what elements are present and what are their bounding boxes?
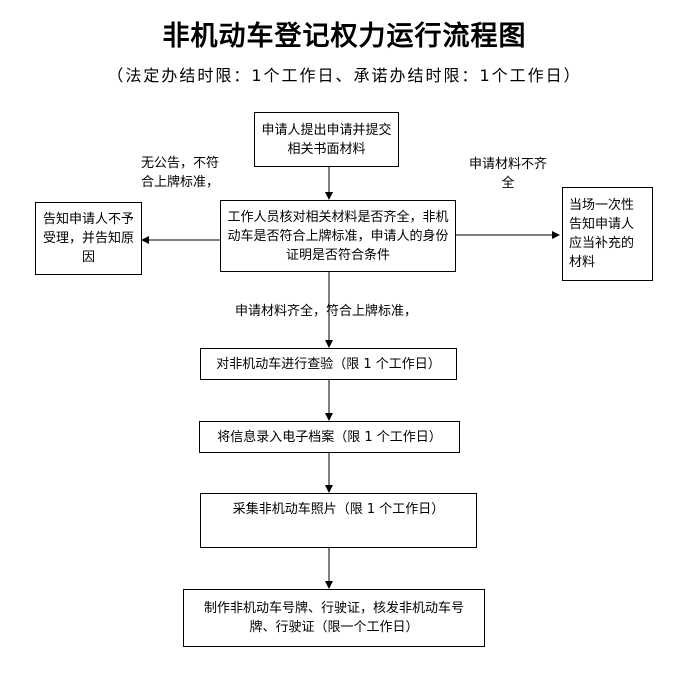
page-subtitle: （法定办结时限：1个工作日、承诺办结时限：1个工作日） — [107, 66, 582, 85]
node-record: 将信息录入电子档案（限 1 个工作日） — [199, 421, 460, 453]
node-supplement: 当场一次性告知申请人应当补充的材料 — [562, 187, 653, 281]
node-issue: 制作非机动车号牌、行驶证，核发非机动车号牌、行驶证（限一个工作日） — [183, 589, 485, 647]
page-title: 非机动车登记权力运行流程图 — [162, 21, 527, 52]
node-apply: 申请人提出申请并提交相关书面材料 — [254, 112, 399, 167]
node-photo: 采集非机动车照片（限 1 个工作日） — [200, 493, 477, 548]
node-reject: 告知申请人不予受理，并告知原因 — [35, 202, 142, 275]
edge-label-incomplete: 申请材料不齐全 — [468, 157, 547, 191]
edge-label-no-announcement: 无公告，不符合上牌标准， — [140, 156, 219, 190]
node-verify: 工作人员核对相关材料是否齐全，非机动车是否符合上牌标准，申请人的身份证明是否符合… — [220, 200, 456, 272]
edge-label-complete: 申请材料齐全，符合上牌标准， — [235, 304, 418, 319]
node-inspect: 对非机动车进行查验（限 1 个工作日） — [200, 348, 457, 380]
